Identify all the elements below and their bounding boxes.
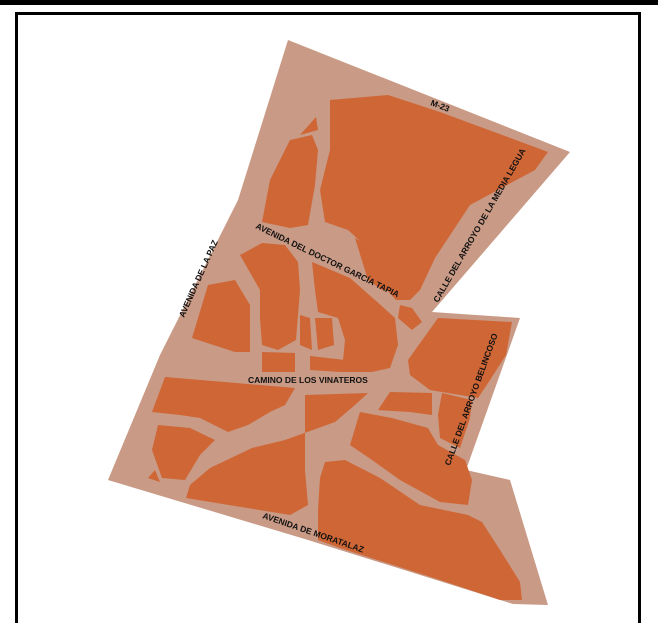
top-border-bar xyxy=(0,0,658,5)
block xyxy=(408,318,512,398)
block xyxy=(350,412,472,505)
block xyxy=(378,392,432,415)
block xyxy=(148,470,160,482)
block xyxy=(310,356,372,372)
block xyxy=(318,460,522,600)
block xyxy=(262,135,318,228)
block xyxy=(398,305,422,330)
block xyxy=(320,95,548,300)
block xyxy=(355,238,432,292)
block xyxy=(300,117,318,135)
block xyxy=(192,280,250,352)
block xyxy=(300,315,312,350)
city-blocks xyxy=(148,95,548,600)
block xyxy=(312,262,398,372)
street-label-camino-vinateros: CAMINO DE LOS VINATEROS xyxy=(248,375,368,385)
block xyxy=(186,393,368,515)
block xyxy=(152,425,215,480)
block xyxy=(240,243,300,350)
block xyxy=(152,377,295,432)
block xyxy=(262,352,295,372)
block xyxy=(315,318,334,350)
block xyxy=(438,393,472,448)
